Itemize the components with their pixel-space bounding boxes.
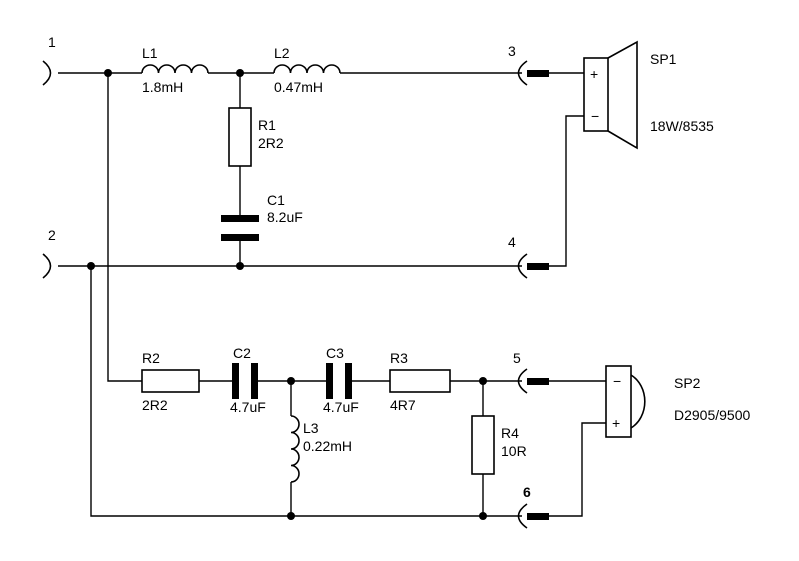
speaker-sp2-plus: + [612,415,620,431]
resistor-r4-ref: R4 [501,425,519,441]
speaker-sp1-model: 18W/8535 [650,118,714,134]
terminal-6: 6 [517,484,549,529]
inductor-l1: L1 1.8mH [141,45,209,95]
speaker-sp2-minus: − [613,373,621,389]
capacitor-c3-plate-right [345,363,352,399]
resistor-r3: R3 4R7 [389,350,451,413]
capacitor-c3-plate-left [326,363,333,399]
speaker-sp2-ref: SP2 [674,375,701,391]
resistor-r4-value: 10R [501,443,527,459]
speaker-sp2-body [605,365,632,438]
wire-sp1-minus [546,115,584,267]
junction-dot [479,377,487,385]
inductor-l3-value: 0.22mH [303,438,352,454]
resistor-r2-ref: R2 [142,350,160,366]
inductor-l1-coil [141,64,209,74]
capacitor-c3-ref: C3 [326,345,344,361]
wire-sp2-plus [546,422,606,517]
inductor-l3: L3 0.22mH [290,415,352,483]
terminal-4-pin [527,263,549,270]
junction-dot [104,69,112,77]
capacitor-c2: C2 4.7uF [230,345,266,415]
capacitor-c1: C1 8.2uF [221,192,303,241]
terminal-5-label: 5 [513,350,521,366]
speaker-sp2: − + SP2 D2905/9500 [605,365,751,438]
junctions [87,69,487,520]
capacitor-c2-ref: C2 [233,345,251,361]
speaker-sp2-dome [630,374,646,429]
junction-dot [87,262,95,270]
terminal-5: 5 [513,350,549,394]
wire-ground-down [90,266,522,517]
speaker-sp1-ref: SP1 [650,51,677,67]
terminal-6-symbol [517,503,528,529]
terminal-5-pin [527,378,549,385]
terminal-2: 2 [42,227,56,279]
resistor-r4: R4 10R [471,415,527,475]
capacitor-c2-value: 4.7uF [230,399,266,415]
capacitor-c2-plate-left [232,363,239,399]
inductor-l2: L2 0.47mH [273,45,341,95]
resistor-r1: R1 2R2 [228,107,284,167]
wire-top-down [107,73,142,382]
inductor-l1-value: 1.8mH [142,79,183,95]
capacitor-c1-ref: C1 [267,192,285,208]
terminal-1-label: 1 [48,34,56,50]
speaker-sp1: + − SP1 18W/8535 [583,40,714,150]
terminal-5-symbol [517,368,528,394]
junction-dot [236,69,244,77]
resistor-r3-ref: R3 [390,350,408,366]
speaker-sp1-cone [607,40,638,150]
resistor-r4-body [471,415,495,475]
speaker-sp1-minus: − [591,108,599,124]
terminal-6-label: 6 [523,484,531,500]
resistor-r3-value: 4R7 [390,397,416,413]
terminal-1: 1 [42,34,56,86]
resistor-r2: R2 2R2 [141,350,200,413]
terminal-3-label: 3 [508,43,516,59]
resistor-r3-body [389,369,451,393]
capacitor-c3: C3 4.7uF [323,345,359,415]
inductor-l1-ref: L1 [142,45,158,61]
resistor-r1-ref: R1 [258,117,276,133]
junction-dot [287,512,295,520]
resistor-r2-body [141,369,200,393]
terminal-2-symbol [42,253,52,279]
terminal-3-symbol [517,60,528,86]
capacitor-c2-plate-right [251,363,258,399]
speaker-sp2-model: D2905/9500 [674,407,751,423]
capacitor-c3-value: 4.7uF [323,399,359,415]
resistor-r1-body [228,107,252,167]
junction-dot [479,512,487,520]
inductor-l3-coil [290,415,300,483]
inductor-l2-value: 0.47mH [274,79,323,95]
speaker-sp1-plus: + [590,66,598,82]
inductor-l2-coil [273,64,341,74]
inductor-l2-ref: L2 [274,45,290,61]
terminal-4-symbol [517,253,528,279]
terminal-6-pin [527,513,549,520]
capacitor-c1-value: 8.2uF [267,209,303,225]
junction-dot [236,262,244,270]
terminal-2-label: 2 [48,227,56,243]
capacitor-c1-plate-bottom [221,234,259,241]
terminal-3: 3 [508,43,549,86]
terminal-4: 4 [508,234,549,279]
resistor-r2-value: 2R2 [142,397,168,413]
inductor-l3-ref: L3 [303,420,319,436]
terminal-4-label: 4 [508,234,516,250]
terminal-3-pin [527,70,549,77]
terminal-1-symbol [42,60,52,86]
resistor-r1-value: 2R2 [258,135,284,151]
junction-dot [287,377,295,385]
capacitor-c1-plate-top [221,215,259,222]
speaker-sp1-magnet [583,57,609,132]
